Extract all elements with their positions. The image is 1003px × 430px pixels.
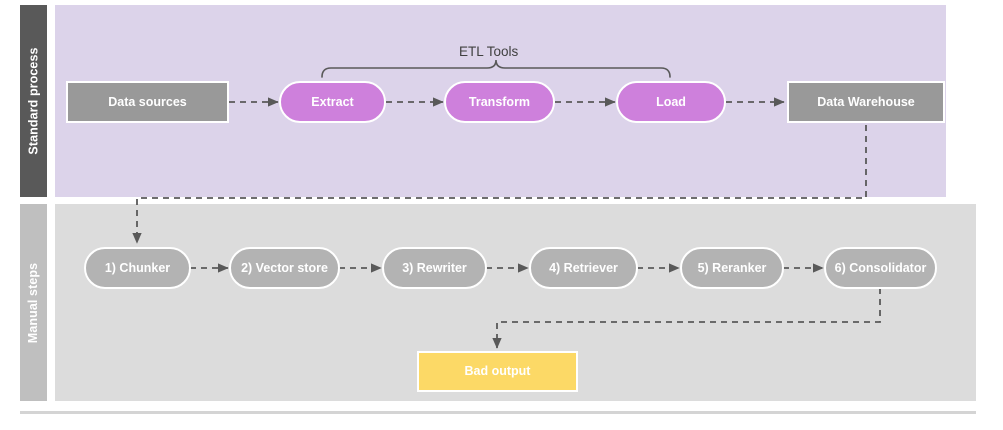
node-reranker[interactable]: 5) Reranker xyxy=(680,247,784,289)
node-chunker-label: 1) Chunker xyxy=(104,260,171,275)
lane-label-manual-steps: Manual steps xyxy=(20,204,47,401)
node-load-label: Load xyxy=(656,94,686,109)
node-consolidator[interactable]: 6) Consolidator xyxy=(824,247,937,289)
lane-label-standard-process: Standard process xyxy=(20,5,47,197)
node-vector-store[interactable]: 2) Vector store xyxy=(229,247,340,289)
bottom-divider xyxy=(20,411,976,414)
node-chunker[interactable]: 1) Chunker xyxy=(84,247,191,289)
node-bad-output[interactable]: Bad output xyxy=(417,351,578,392)
node-consolidator-label: 6) Consolidator xyxy=(834,260,927,275)
node-data-warehouse-label: Data Warehouse xyxy=(817,94,915,109)
node-retriever-label: 4) Retriever xyxy=(549,260,618,275)
node-transform-label: Transform xyxy=(468,94,531,109)
node-data-sources[interactable]: Data sources xyxy=(66,81,229,123)
etl-tools-label: ETL Tools xyxy=(459,44,519,59)
node-transform[interactable]: Transform xyxy=(444,81,555,123)
node-rewriter[interactable]: 3) Rewriter xyxy=(382,247,487,289)
node-extract-label: Extract xyxy=(311,94,354,109)
node-rewriter-label: 3) Rewriter xyxy=(402,260,467,275)
node-data-warehouse[interactable]: Data Warehouse xyxy=(787,81,945,123)
node-vector-store-label: 2) Vector store xyxy=(241,260,328,275)
node-extract[interactable]: Extract xyxy=(279,81,386,123)
node-retriever[interactable]: 4) Retriever xyxy=(529,247,638,289)
node-bad-output-label: Bad output xyxy=(464,364,531,379)
lane-label-manual-steps-text: Manual steps xyxy=(26,262,41,343)
lane-label-standard-process-text: Standard process xyxy=(26,47,41,155)
node-data-sources-label: Data sources xyxy=(108,94,187,109)
node-reranker-label: 5) Reranker xyxy=(697,260,767,275)
node-load[interactable]: Load xyxy=(616,81,726,123)
